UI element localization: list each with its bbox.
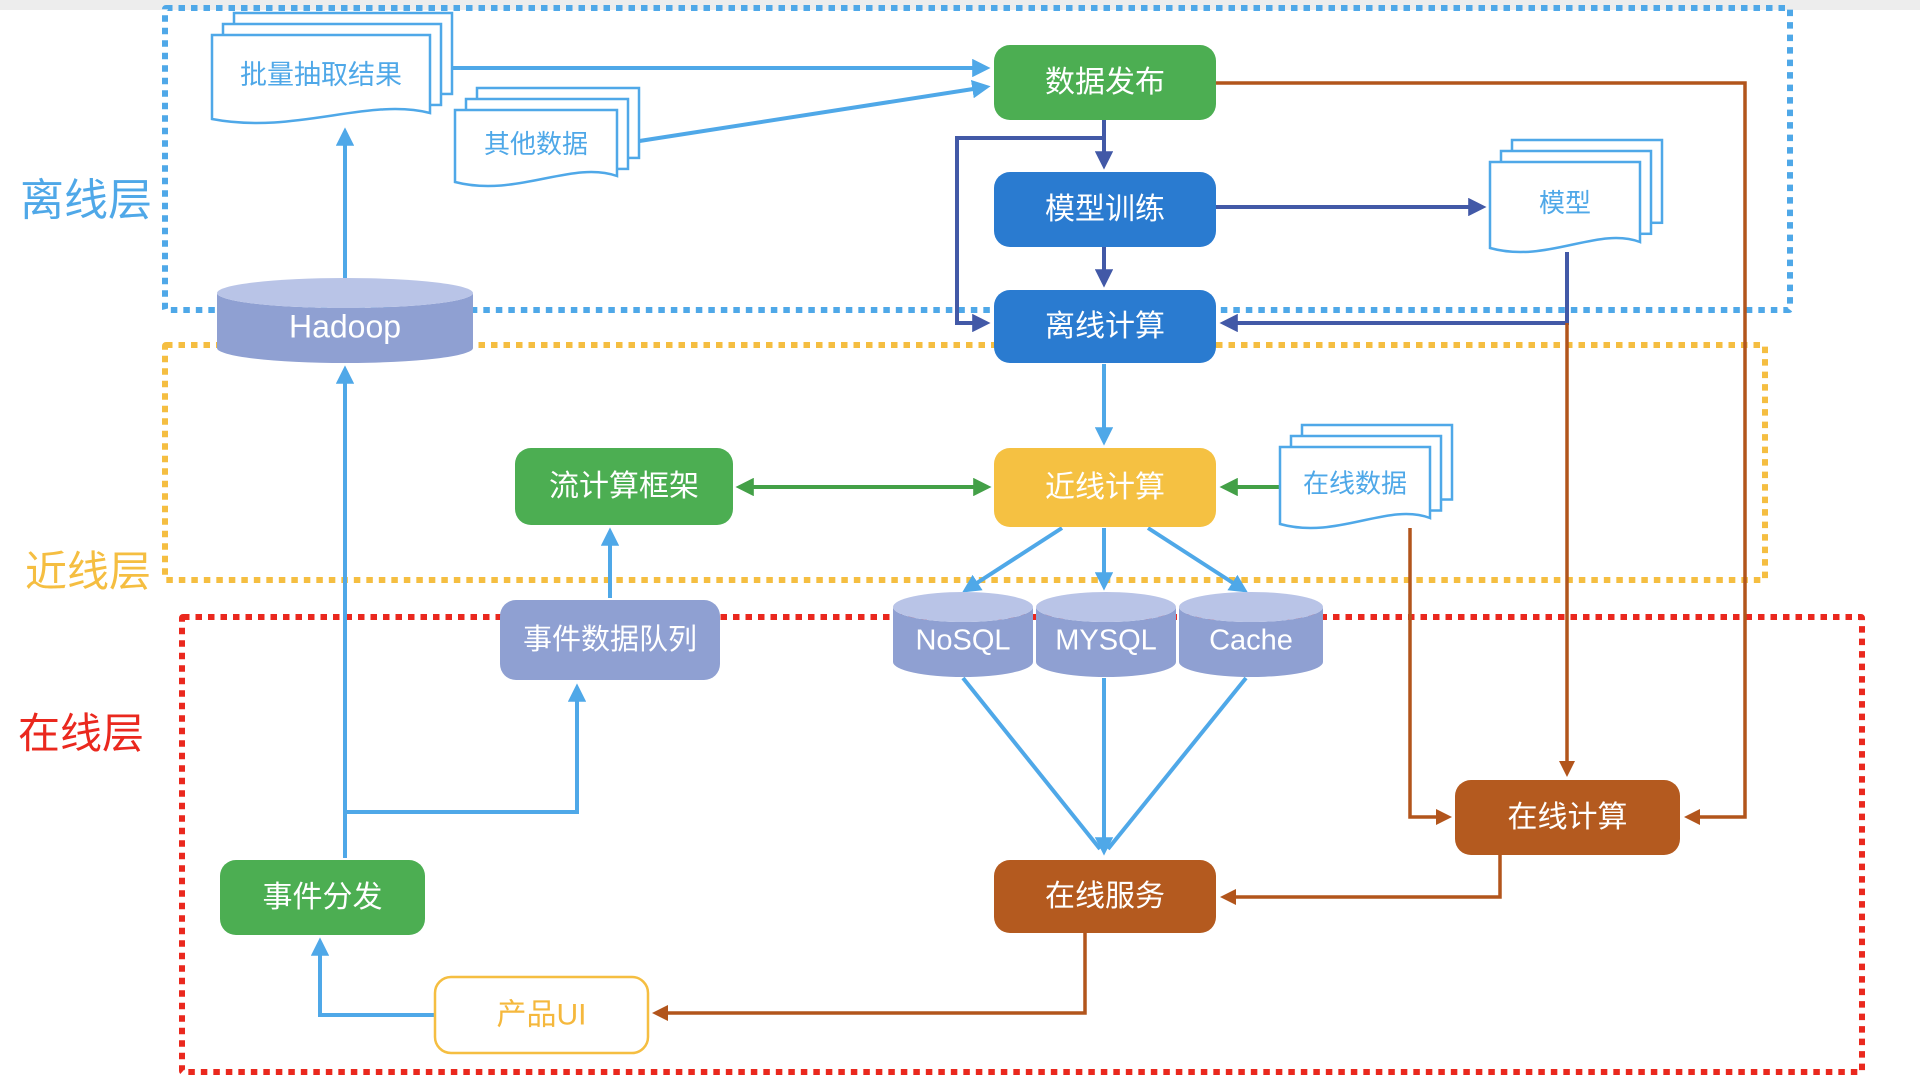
node-nearline-computing: 近线计算 xyxy=(994,448,1216,527)
edge-nearline-to-cache xyxy=(1146,526,1248,593)
edge-onlinedata-to-onlinecalc xyxy=(1408,528,1453,826)
node-label-cache: Cache xyxy=(1209,625,1293,657)
diagram-edges xyxy=(310,58,1747,1022)
diagram-nodes: 批量抽取结果其他数据数据发布模型训练离线计算模型Hadoop流计算框架近线计算在… xyxy=(210,11,1680,1055)
box-nearline-computing xyxy=(994,448,1216,527)
node-label-mysql: MYSQL xyxy=(1055,625,1157,657)
box-event-data-queue xyxy=(500,600,720,680)
edge-onlinecalc-to-service xyxy=(1219,855,1502,906)
cylinder-body-hadoop xyxy=(217,293,473,363)
node-label-data-publish: 数据发布 xyxy=(1045,66,1165,99)
node-label-other-data: 其他数据 xyxy=(484,129,588,159)
doc-front-page-online-data xyxy=(1278,445,1432,530)
layer-border-nearline-layer xyxy=(162,342,1768,583)
box-online-computing xyxy=(1455,780,1680,855)
node-cache: Cache xyxy=(1179,592,1323,677)
cylinder-body-cache xyxy=(1179,607,1323,677)
node-other-data: 其他数据 xyxy=(453,86,641,188)
node-model: 模型 xyxy=(1488,138,1664,254)
node-label-stream-computing-framework: 流计算框架 xyxy=(549,470,699,503)
doc-front-page-other-data xyxy=(453,108,619,188)
node-product-ui: 产品UI xyxy=(433,975,650,1055)
node-label-online-computing: 在线计算 xyxy=(1508,801,1628,834)
edge-cache-to-service xyxy=(1106,676,1248,851)
box-stream-computing-framework xyxy=(515,448,733,525)
layer-label-offline-layer: 离线层 xyxy=(20,176,152,225)
node-batch-extract-results: 批量抽取结果 xyxy=(210,11,454,125)
node-event-dispatch: 事件分发 xyxy=(220,860,425,935)
edge-publish-elbow-to-offline xyxy=(955,136,1104,333)
layer-label-online-layer: 在线层 xyxy=(18,710,144,757)
node-label-model-training: 模型训练 xyxy=(1045,193,1165,226)
cylinder-top-cache xyxy=(1179,592,1323,622)
edge-service-to-productui xyxy=(651,933,1087,1022)
node-mysql: MYSQL xyxy=(1036,592,1176,677)
node-label-event-dispatch: 事件分发 xyxy=(263,881,383,914)
box-model-training xyxy=(994,172,1216,247)
node-label-product-ui: 产品UI xyxy=(497,999,587,1032)
node-label-online-data: 在线数据 xyxy=(1303,469,1407,499)
edge-nosql-to-service xyxy=(961,676,1102,851)
edge-publish-to-onlinecalc xyxy=(1216,81,1747,826)
node-nosql: NoSQL xyxy=(893,592,1033,677)
node-label-hadoop: Hadoop xyxy=(289,309,401,345)
layer-label-nearline-layer: 近线层 xyxy=(25,548,151,595)
node-label-online-service: 在线服务 xyxy=(1045,880,1165,913)
node-model-training: 模型训练 xyxy=(994,172,1216,247)
cylinder-body-nosql xyxy=(893,607,1033,677)
node-online-data: 在线数据 xyxy=(1278,423,1454,530)
node-label-nearline-computing: 近线计算 xyxy=(1045,471,1165,504)
node-event-data-queue: 事件数据队列 xyxy=(500,600,720,680)
edge-nearline-to-nosql xyxy=(962,526,1064,593)
layer-border-offline-layer xyxy=(162,5,1793,313)
cylinder-top-nosql xyxy=(893,592,1033,622)
edge-dispatch-to-queue xyxy=(345,683,587,814)
node-stream-computing-framework: 流计算框架 xyxy=(515,448,733,525)
node-label-event-data-queue: 事件数据队列 xyxy=(523,623,697,656)
cylinder-top-hadoop xyxy=(217,278,473,308)
doc-front-page-model xyxy=(1488,160,1642,254)
node-label-nosql: NoSQL xyxy=(915,625,1010,657)
edge-productui-to-dispatch xyxy=(310,937,435,1017)
edge-otherdata-to-publish xyxy=(632,80,991,144)
node-label-offline-computing: 离线计算 xyxy=(1045,310,1165,343)
box-online-service xyxy=(994,860,1216,933)
node-data-publish: 数据发布 xyxy=(994,45,1216,120)
node-online-computing: 在线计算 xyxy=(1455,780,1680,855)
node-label-batch-extract-results: 批量抽取结果 xyxy=(240,60,402,90)
box-offline-computing xyxy=(994,290,1216,363)
doc-front-page-batch-extract-results xyxy=(210,33,432,125)
product-ui-box xyxy=(433,975,650,1055)
cylinder-body-mysql xyxy=(1036,607,1176,677)
node-offline-computing: 离线计算 xyxy=(994,290,1216,363)
cylinder-top-mysql xyxy=(1036,592,1176,622)
node-hadoop: Hadoop xyxy=(217,278,473,363)
box-event-dispatch xyxy=(220,860,425,935)
box-data-publish xyxy=(994,45,1216,120)
node-online-service: 在线服务 xyxy=(994,860,1216,933)
node-label-model: 模型 xyxy=(1539,188,1591,218)
